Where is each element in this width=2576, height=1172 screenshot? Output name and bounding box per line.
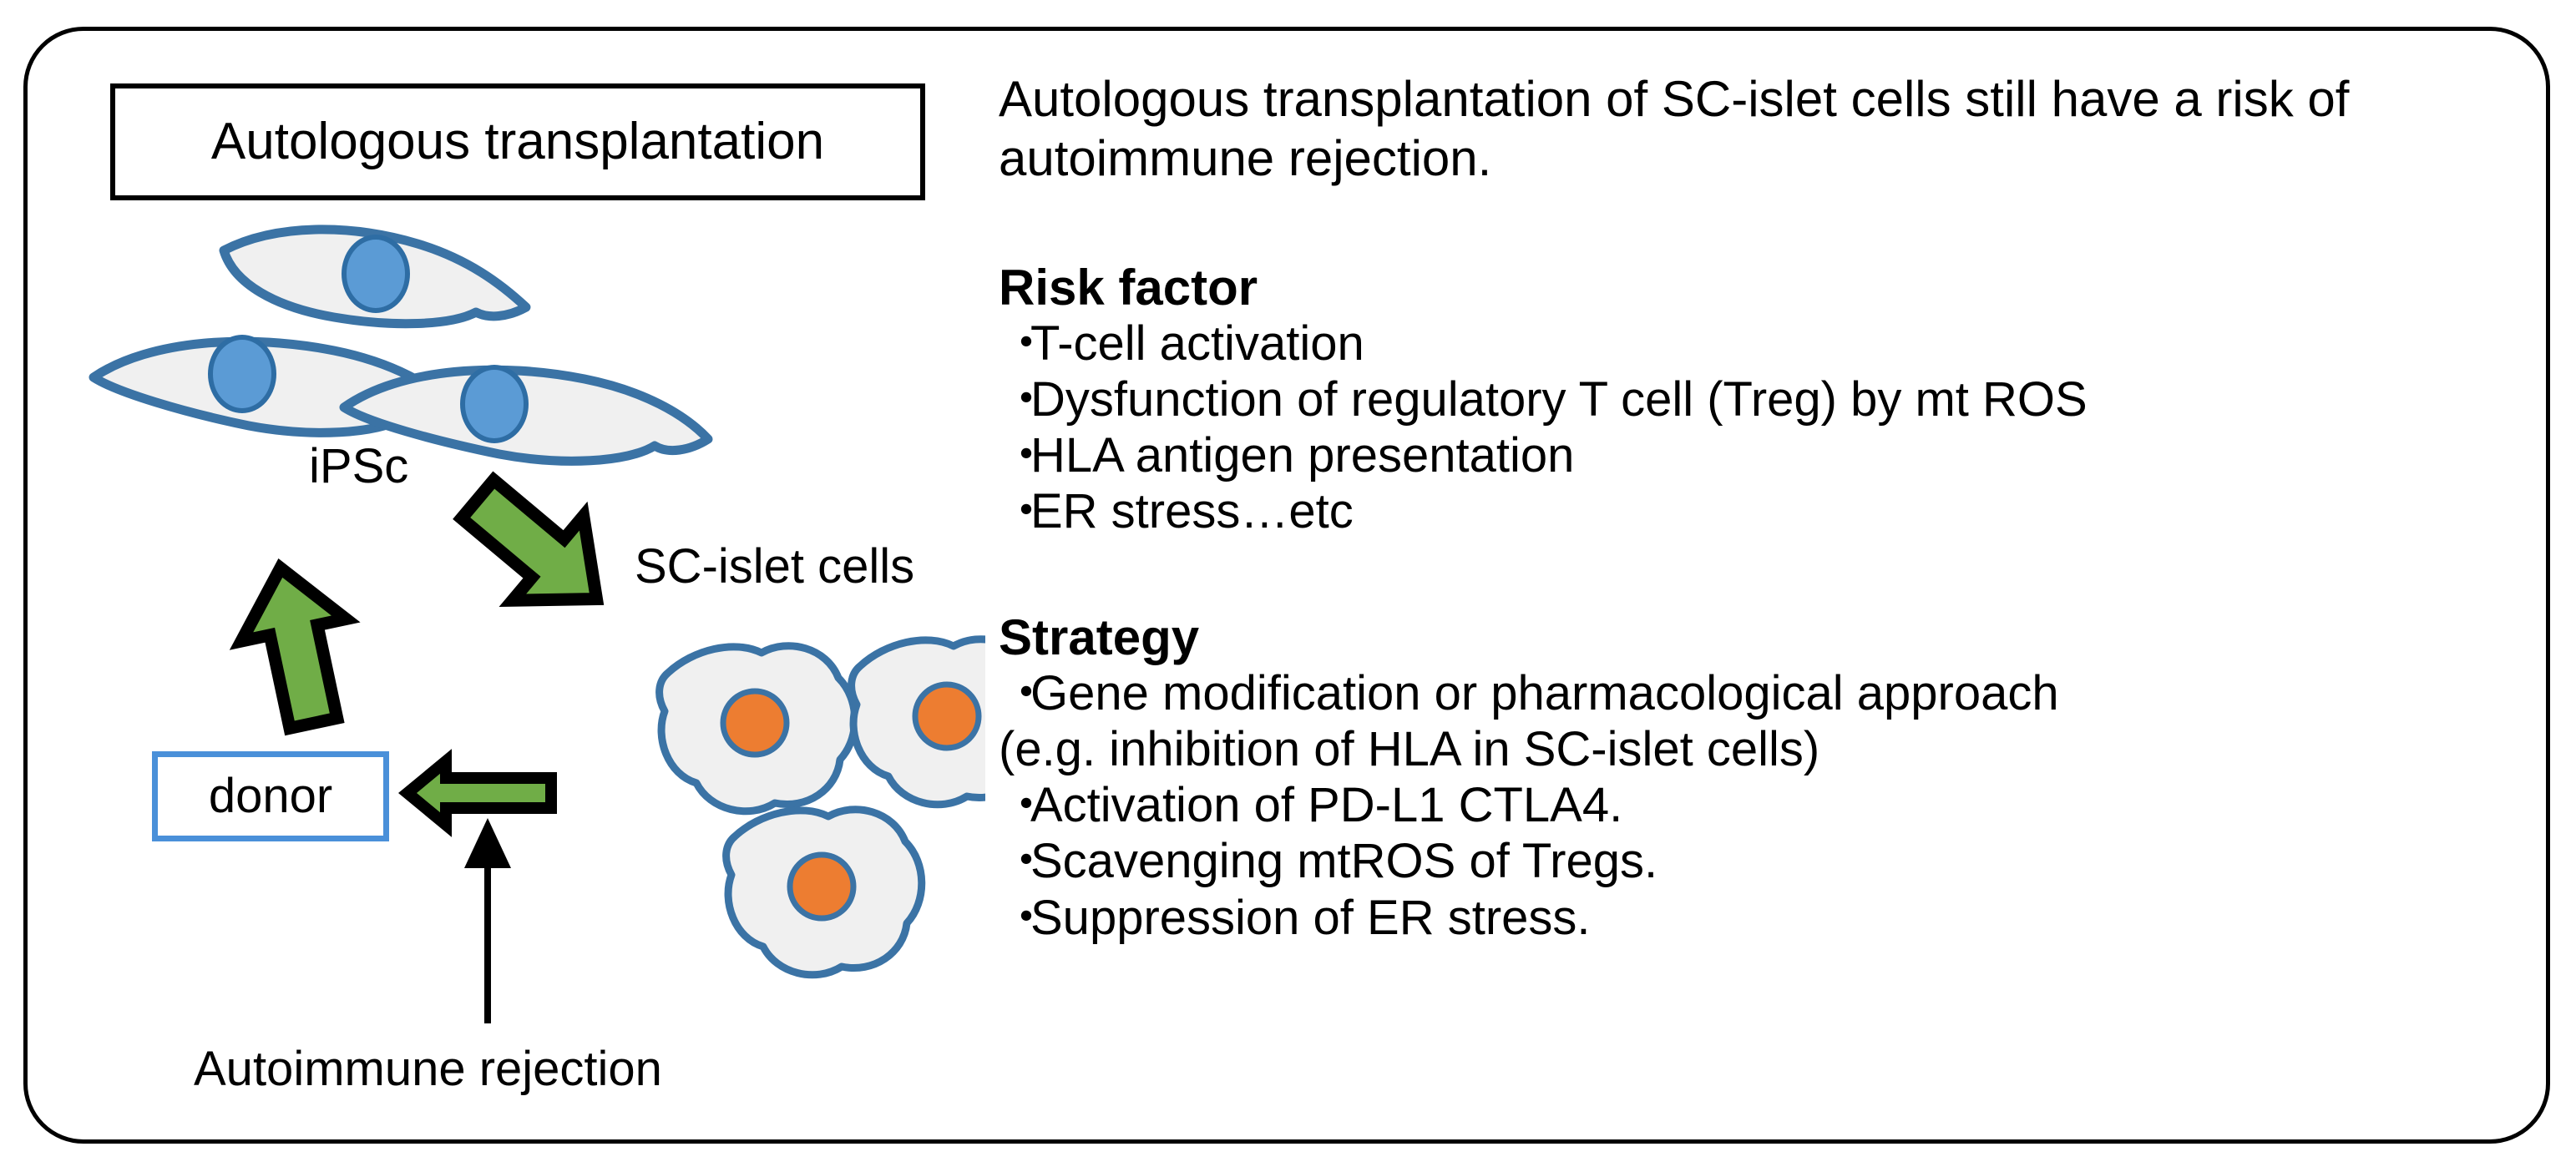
bullet-dot-icon: ・ [1002,778,1051,833]
strategy-block: Strategy ・Gene modification or pharmacol… [999,609,2527,946]
ipsc-cell-left [89,335,463,437]
list-item: ・Activation of PD-L1 CTLA4. [999,777,2527,833]
green-block-arrow-up-icon [229,558,361,736]
list-item: ・ER stress…etc [999,483,2527,539]
bullet-dot-icon: ・ [1002,890,1051,945]
sc-islet-cell-left [655,642,859,816]
nucleus-orange [912,681,982,751]
thin-arrow-up-icon [464,818,511,1023]
list-item: ・Scavenging mtROS of Tregs. [999,833,2527,889]
bullet-dot-icon: ・ [1002,371,1051,427]
list-item: ・HLA antigen presentation [999,427,2527,483]
list-item: ・Dysfunction of regulatory T cell (Treg)… [999,371,2527,427]
list-item: ・Suppression of ER stress. [999,890,2527,946]
strategy-heading: Strategy [999,609,1200,665]
nucleus-orange [720,688,790,758]
green-block-arrow-down-right-icon [453,471,605,608]
list-item: ・T-cell activation [999,316,2527,371]
risk-factor-block: Risk factor ・T-cell activation ・Dysfunct… [999,260,2527,540]
intro-paragraph: Autologous transplantation of SC-islet c… [999,71,2350,186]
right-text-panel: Autologous transplantation of SC-islet c… [999,70,2527,946]
list-item-label: ER stress…etc [1030,484,1354,539]
bullet-dot-icon: ・ [1002,316,1051,371]
risk-factor-heading: Risk factor [999,259,1258,316]
strategy-note: (e.g. inhibition of HLA in SC-islet cell… [999,721,1820,776]
donor-box: donor [152,751,389,841]
risk-factor-list: ・T-cell activation ・Dysfunction of regul… [999,316,2527,540]
outer-rounded-frame [23,27,2550,1144]
donor-label: donor [208,769,333,823]
list-item-label: HLA antigen presentation [1030,428,1575,483]
bullet-dot-icon: ・ [1002,834,1051,889]
nucleus-blue [208,335,276,413]
green-block-arrow-left-icon [398,749,557,837]
ipsc-label: iPSc [309,439,409,493]
strategy-list: ・Gene modification or pharmacological ap… [999,665,2527,721]
ipsc-cell-top [219,225,531,329]
nucleus-blue [342,235,410,313]
list-item: ・Gene modification or pharmacological ap… [999,665,2527,721]
list-item-label: Scavenging mtROS of Tregs. [1030,834,1658,889]
bullet-dot-icon: ・ [1002,428,1051,483]
bullet-dot-icon: ・ [1002,665,1051,720]
autologous-transplantation-title-box: Autologous transplantation [110,83,925,200]
list-item-label: Gene modification or pharmacological app… [1030,665,2059,720]
strategy-list-continued: ・Activation of PD-L1 CTLA4. ・Scavenging … [999,777,2527,946]
autoimmune-rejection-label: Autoimmune rejection [194,1042,662,1096]
nucleus-blue [460,365,529,443]
list-item-label: Dysfunction of regulatory T cell (Treg) … [1030,371,2088,427]
sc-islet-cell-right [848,635,985,809]
list-item-label: T-cell activation [1030,316,1364,371]
sc-islet-cells-label: SC-islet cells [635,539,915,594]
left-diagram-panel: Autologous transplantation [0,0,985,1172]
bullet-dot-icon: ・ [1002,484,1051,539]
sc-islet-cell-bottom [722,806,926,979]
nucleus-orange [787,851,857,922]
list-item-label: Activation of PD-L1 CTLA4. [1030,778,1623,833]
title-box-label: Autologous transplantation [210,113,825,170]
list-item-label: Suppression of ER stress. [1030,890,1591,945]
